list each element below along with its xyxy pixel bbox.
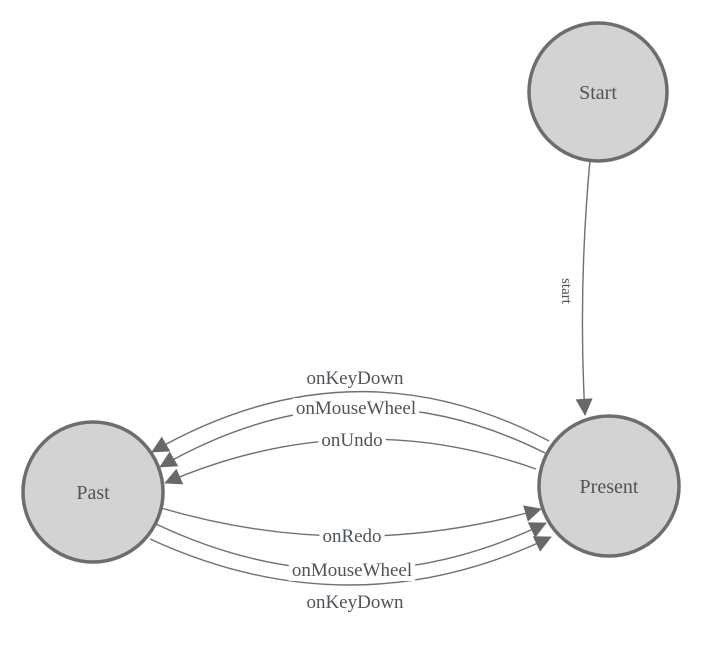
edge-present-to-past-1[interactable]	[151, 390, 550, 453]
svg-text:onMouseWheel: onMouseWheel	[296, 398, 416, 419]
state-node-past[interactable]: Past	[21, 420, 165, 564]
transition-label-onmousewheel-bottom: onMouseWheel	[288, 560, 416, 581]
edge-label-halo	[303, 368, 408, 389]
state-label-start: Start	[579, 82, 617, 104]
edge-past-to-present-3[interactable]	[149, 536, 552, 586]
state-label-present: Present	[580, 476, 639, 498]
transition-label-start: start	[558, 275, 574, 308]
svg-text:onRedo: onRedo	[322, 526, 381, 547]
edge-start-to-present[interactable]	[575, 159, 593, 416]
state-node-start[interactable]: Start	[527, 21, 669, 163]
svg-text:start: start	[558, 278, 574, 305]
svg-text:onMouseWheel: onMouseWheel	[292, 560, 412, 581]
state-circle-past[interactable]	[21, 420, 165, 564]
edge-label-halo	[288, 560, 416, 581]
state-circle-present[interactable]	[537, 414, 681, 558]
state-nodes: Start Past Present	[21, 21, 681, 564]
edge-label-halo	[318, 430, 386, 451]
transition-label-onundo: onUndo	[318, 430, 386, 451]
transition-label-onredo: onRedo	[319, 526, 385, 547]
edge-label-halo	[558, 275, 574, 308]
svg-text:onKeyDown: onKeyDown	[306, 368, 404, 389]
edge-label-halo	[292, 398, 420, 419]
state-circle-start[interactable]	[527, 21, 669, 163]
transition-label-onkeydown-bottom: onKeyDown	[303, 592, 408, 613]
transition-label-onmousewheel-top: onMouseWheel	[292, 398, 420, 419]
svg-text:onKeyDown: onKeyDown	[306, 592, 404, 613]
svg-text:onUndo: onUndo	[321, 430, 382, 451]
edge-label-halo	[303, 592, 408, 613]
state-node-present[interactable]: Present	[537, 414, 681, 558]
transition-labels: start onKeyDown onMouseWheel onUndo onRe…	[288, 275, 574, 613]
transition-label-onkeydown-top: onKeyDown	[303, 368, 408, 389]
edge-label-halo	[319, 526, 385, 547]
state-label-past: Past	[76, 482, 110, 504]
